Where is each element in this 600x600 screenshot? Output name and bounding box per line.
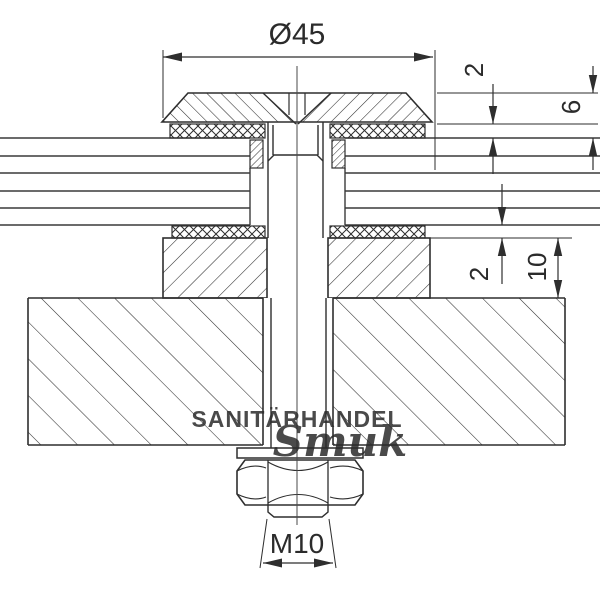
dimension-gasket-bottom: 2 (430, 184, 572, 284)
top-disc (160, 92, 434, 125)
dimension-diameter: Ø45 (162, 18, 436, 170)
top-gaskets (169, 123, 426, 139)
dim-thread-label: M10 (270, 528, 324, 559)
glass-panes (0, 137, 600, 226)
dimension-thread: M10 (259, 518, 337, 569)
watermark-line2: Smuk (273, 417, 407, 466)
watermark: SANITÄRHANDEL Smuk (191, 406, 407, 466)
washer (236, 447, 364, 459)
dimension-lower-disc: 10 (522, 238, 563, 298)
dimension-gasket-top: 2 (437, 63, 598, 174)
hex-nut (236, 459, 364, 506)
watermark-line1: SANITÄRHANDEL (191, 406, 402, 432)
bolt-clearance-hole (263, 298, 333, 445)
dim-gasket-bottom-label: 2 (464, 267, 494, 281)
lower-gaskets (171, 225, 426, 239)
dim-diameter-label: Ø45 (269, 18, 326, 51)
sleeve-bush (267, 122, 324, 238)
countersink-left-edge (262, 92, 297, 125)
bore-grommets (249, 139, 346, 169)
dim-lower-disc-label: 10 (522, 253, 552, 282)
dim-gasket-top-label: 2 (459, 63, 489, 77)
dimension-head-height: 6 (437, 66, 598, 170)
dim-head-height-label: 6 (556, 100, 586, 114)
countersink-right-edge (297, 92, 332, 125)
threaded-rod (270, 298, 327, 448)
thread-end (267, 505, 329, 518)
